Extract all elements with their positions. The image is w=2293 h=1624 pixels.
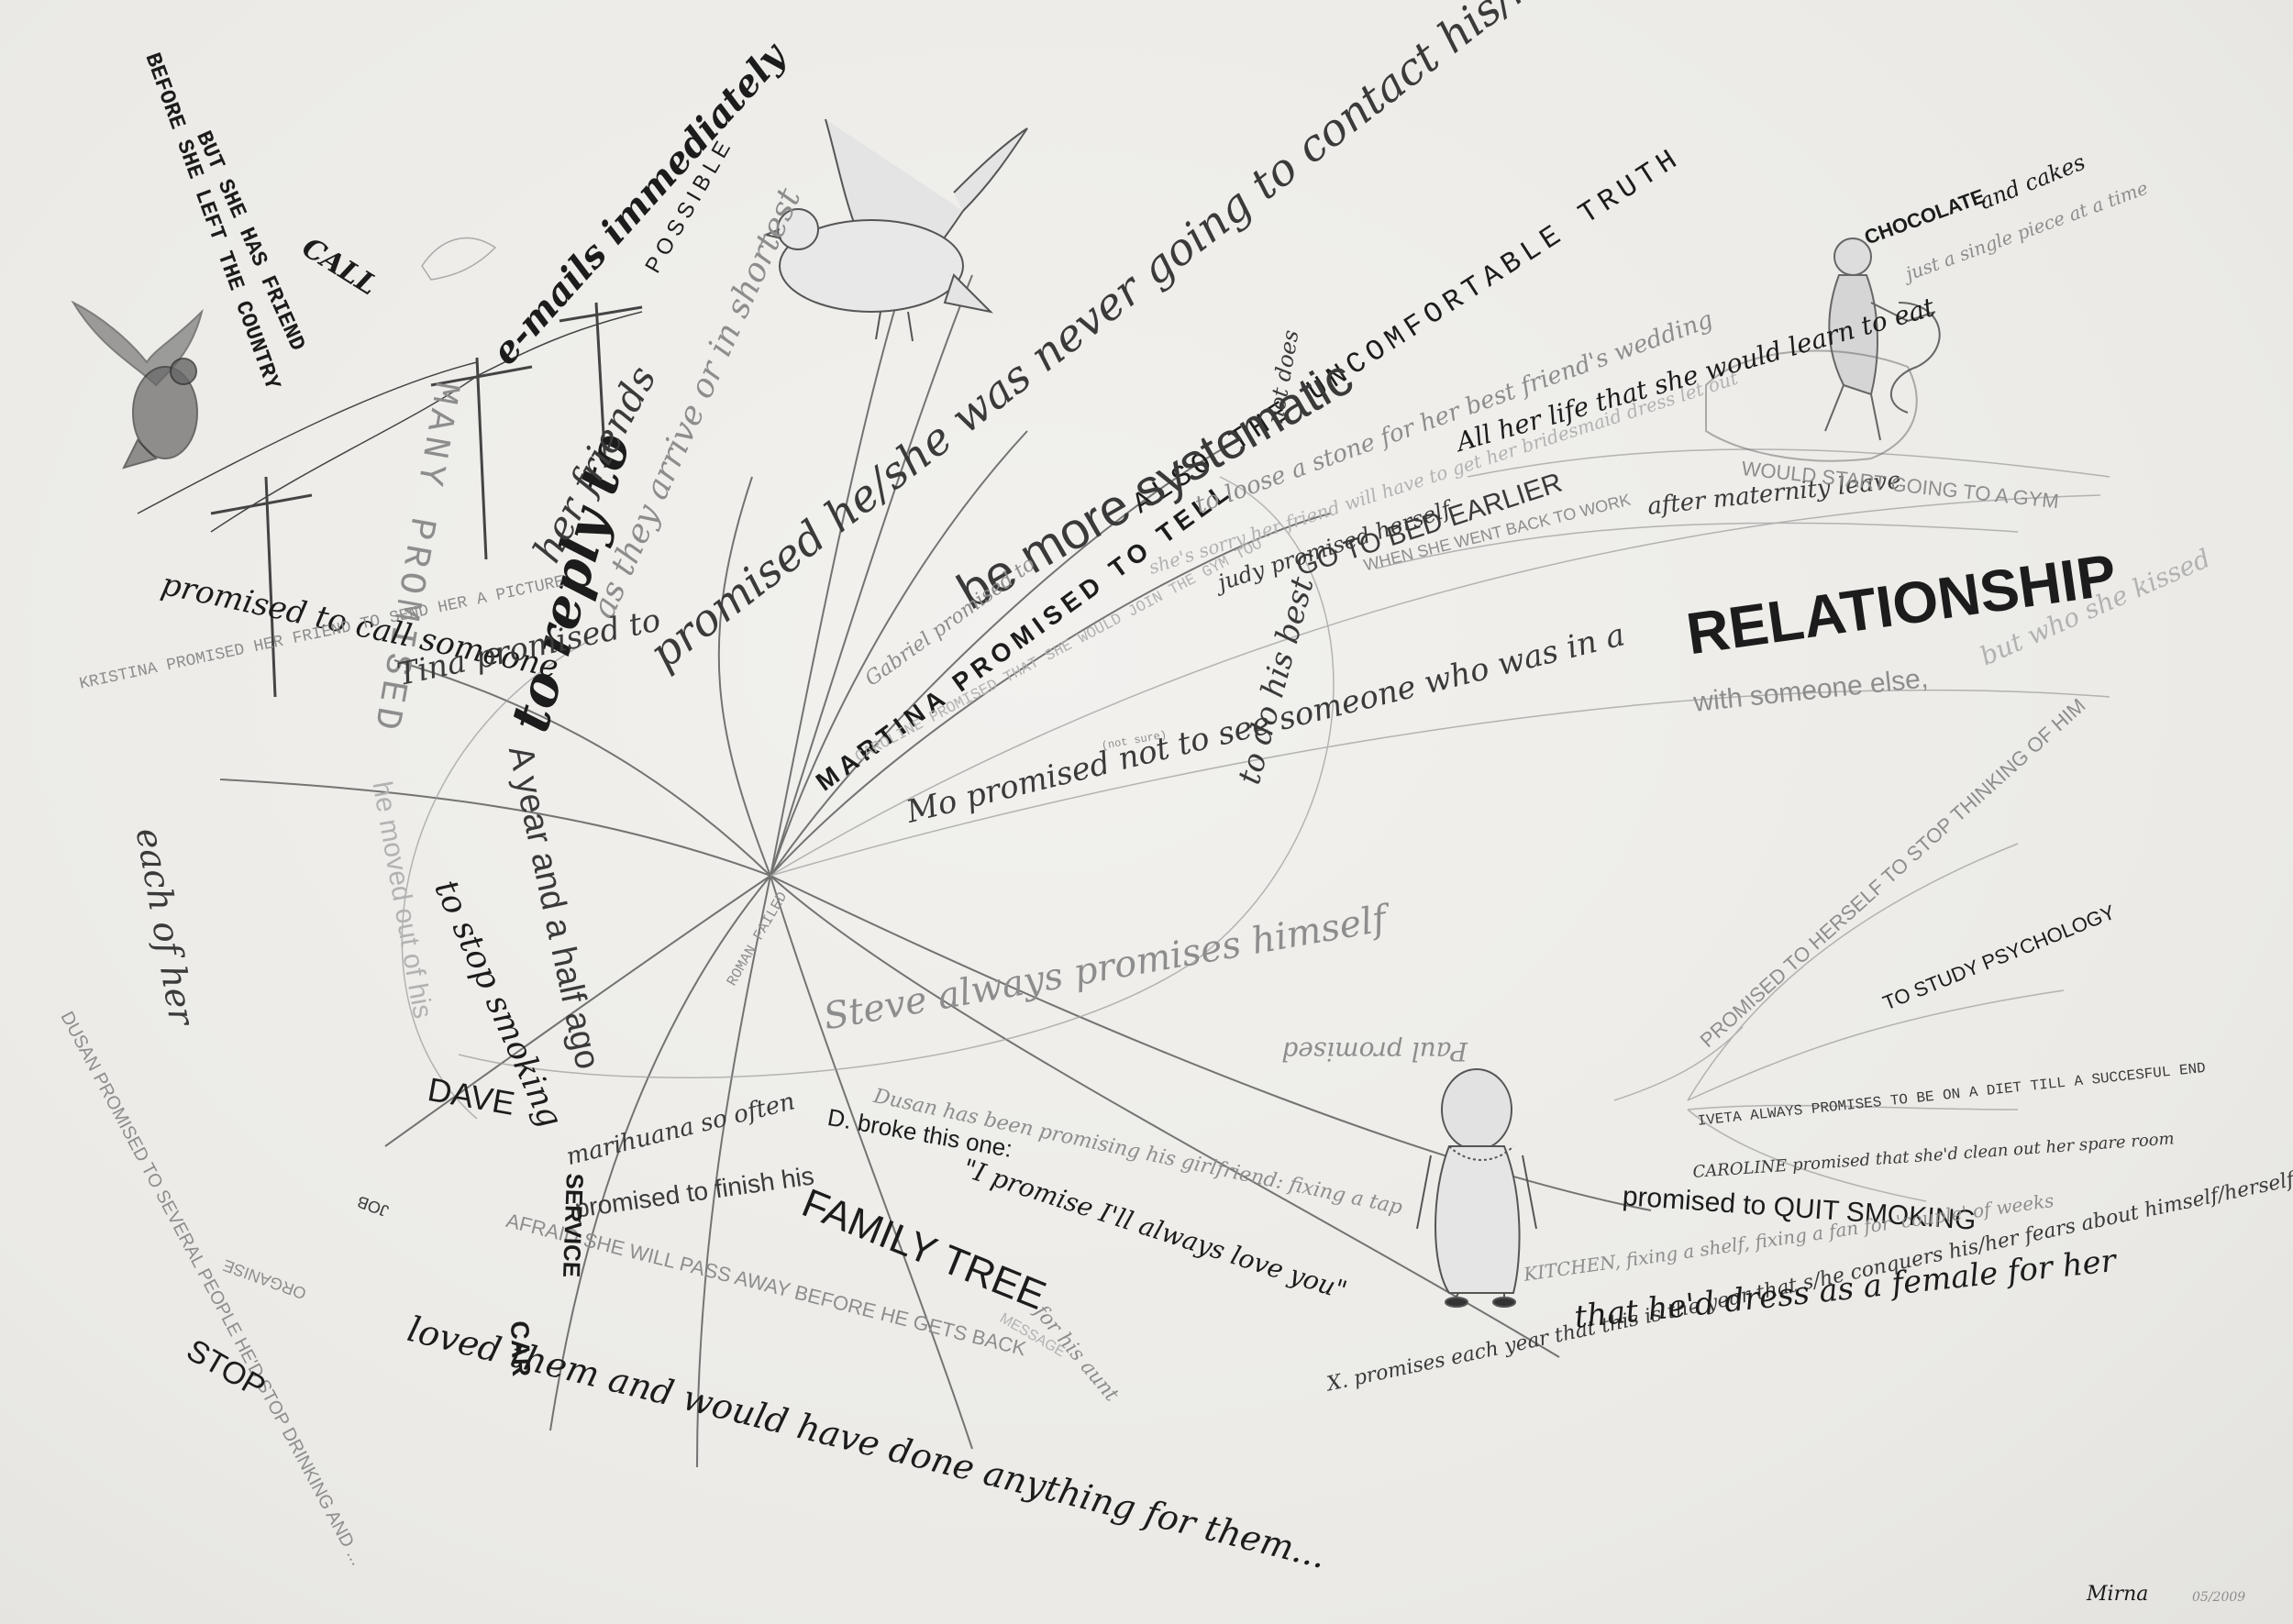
text-paul: Paul promised xyxy=(1281,1036,1468,1066)
strand-line xyxy=(393,659,771,877)
strand-line xyxy=(770,513,1331,877)
pole xyxy=(594,302,607,469)
pole-crossbar xyxy=(430,365,533,387)
exercising-man-icon xyxy=(1705,238,1941,462)
strand-line xyxy=(770,875,973,1450)
strand-line xyxy=(696,875,771,1468)
pole xyxy=(264,476,277,698)
artwork-date: 05/2009 xyxy=(2192,1590,2246,1605)
strand-line xyxy=(1375,522,2019,569)
strand-line xyxy=(384,875,771,1147)
wire xyxy=(210,311,643,533)
strand-line xyxy=(770,689,2110,877)
strand-line xyxy=(1687,989,2065,1101)
strand-line xyxy=(770,430,1028,877)
loop-line xyxy=(458,476,1335,1078)
pole-crossbar xyxy=(559,305,643,323)
loop-line xyxy=(401,641,588,1120)
text-service: SERVICE xyxy=(558,1173,589,1278)
strand-line xyxy=(1687,1109,1927,1202)
small-dove-icon xyxy=(421,237,497,281)
strand-line xyxy=(549,875,771,1431)
strand-line xyxy=(219,779,771,877)
strand-line xyxy=(770,274,973,877)
strand-line xyxy=(1687,1104,2019,1110)
pole xyxy=(475,357,488,560)
wire xyxy=(137,361,478,514)
strand-line xyxy=(770,439,1239,877)
pole-crossbar xyxy=(210,493,313,515)
artist-signature: Mirna xyxy=(2087,1583,2149,1606)
strand-line xyxy=(770,494,2101,877)
strand-line xyxy=(717,476,771,877)
strand-line xyxy=(1467,448,2110,478)
strand-line xyxy=(1613,1026,1744,1101)
standing-man-icon xyxy=(1416,1068,1537,1308)
strand-line xyxy=(1687,843,2019,1101)
strand-line xyxy=(770,875,1652,1211)
dove-icon xyxy=(762,118,1028,342)
strand-line xyxy=(770,875,1560,1358)
text-car: CAR xyxy=(505,1320,537,1377)
pigeon-left-icon xyxy=(71,300,204,470)
